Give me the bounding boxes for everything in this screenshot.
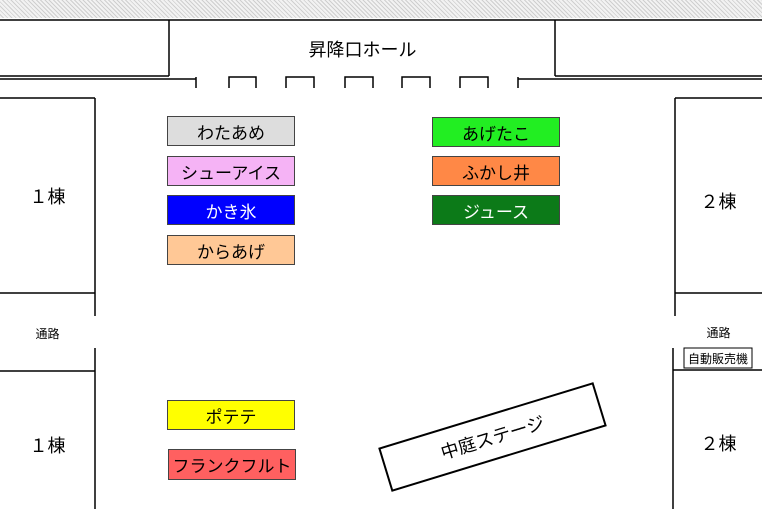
- stall-frankfurt: フランクフルト: [168, 449, 296, 480]
- stall-wataame: わたあめ: [167, 116, 295, 146]
- stall-agetako: あげたこ: [432, 117, 560, 147]
- hall-label: 昇降口ホール: [308, 40, 417, 61]
- stall-potete: ポテテ: [167, 400, 295, 430]
- building-2-top-label: ２棟: [700, 192, 737, 213]
- roof-hatch: [0, 0, 762, 18]
- stall-juice: ジュース: [432, 195, 560, 225]
- stall-fukashi: ふかし井: [432, 156, 560, 186]
- building-1-top-label: １棟: [29, 187, 66, 208]
- passage-left-label: 通路: [35, 327, 60, 341]
- stall-karaage: からあげ: [167, 235, 295, 265]
- vending-machine-label: 自動販売機: [687, 352, 748, 366]
- stall-kakigori: かき氷: [167, 195, 295, 225]
- stall-shoe-ice: シューアイス: [167, 156, 295, 186]
- passage-right-label: 通路: [706, 326, 731, 340]
- building-1-bottom-label: １棟: [29, 436, 66, 457]
- building-2-bottom-label: ２棟: [700, 434, 737, 455]
